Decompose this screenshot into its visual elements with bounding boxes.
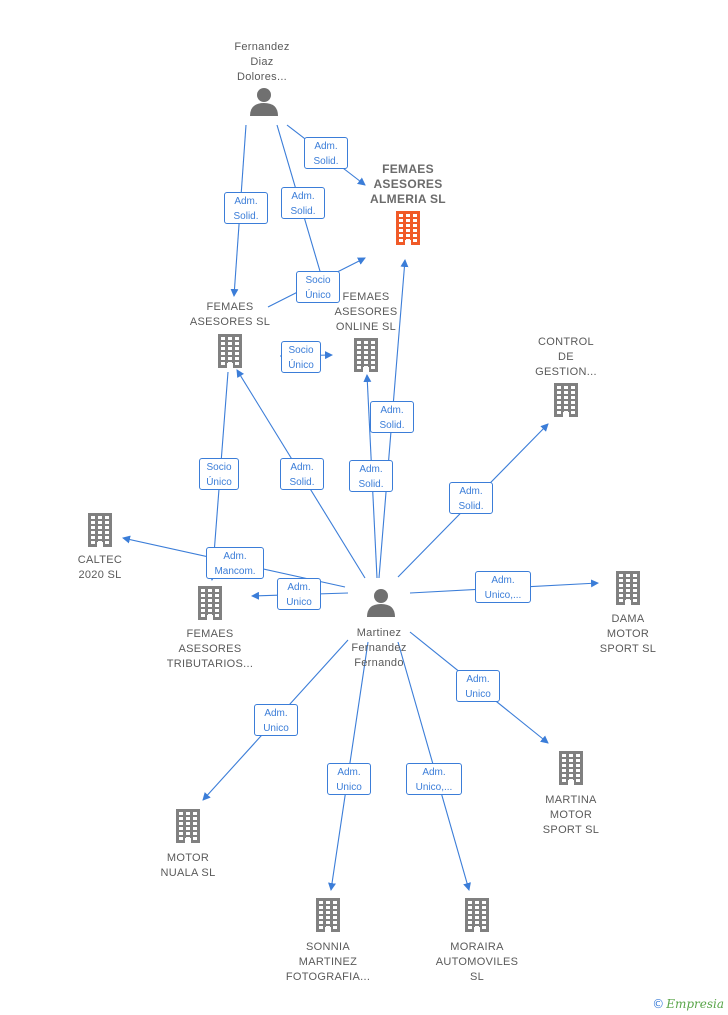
node-label-dama[interactable]: DAMA MOTOR SPORT SL: [599, 613, 657, 655]
edge-label-fernandez-to-femaes_almeria[interactable]: Adm. Solid.: [304, 137, 348, 169]
building-icon-dama[interactable]: [616, 571, 640, 605]
edge-label-martinez-to-martina[interactable]: Adm. Unico: [456, 670, 500, 702]
node-label-femaes_trib[interactable]: FEMAES ASESORES TRIBUTARIOS...: [166, 628, 254, 670]
edge-label-martinez-to-caltec[interactable]: Adm. Mancom.: [206, 547, 264, 579]
person-icon-fernandez[interactable]: [250, 88, 278, 116]
copyright-symbol: ©: [652, 997, 665, 1011]
edge-label-martinez-to-femaes_almeria[interactable]: Adm. Solid.: [370, 401, 414, 433]
edge-label-martinez-to-femaes_trib[interactable]: Adm. Unico: [277, 578, 321, 610]
edge-label-femaes_sl-to-femaes_online[interactable]: Socio Único: [281, 341, 321, 373]
building-icon-femaes_online[interactable]: [354, 338, 378, 372]
edge-label-martinez-to-dama[interactable]: Adm. Unico,...: [475, 571, 531, 603]
edge-label-martinez-to-control[interactable]: Adm. Solid.: [449, 482, 493, 514]
node-label-control[interactable]: CONTROL DE GESTION...: [535, 336, 597, 378]
edge-label-femaes_sl-to-femaes_trib[interactable]: Socio Único: [199, 458, 239, 490]
node-label-martina[interactable]: MARTINA MOTOR SPORT SL: [542, 794, 600, 836]
node-label-fernandez[interactable]: Fernandez Diaz Dolores...: [234, 41, 290, 83]
building-icon-control[interactable]: [554, 383, 578, 417]
edge-label-martinez-to-femaes_sl[interactable]: Adm. Solid.: [280, 458, 324, 490]
node-label-femaes_sl[interactable]: FEMAES ASESORES SL: [189, 301, 271, 328]
building-icon-martina[interactable]: [559, 751, 583, 785]
node-label-martinez[interactable]: Martinez Fernandez Fernando: [351, 627, 407, 669]
edge-label-fernandez-to-femaes_online[interactable]: Adm. Solid.: [281, 187, 325, 219]
node-label-femaes_online[interactable]: FEMAES ASESORES ONLINE SL: [334, 291, 398, 333]
building-icon-motor_nuala[interactable]: [176, 809, 200, 843]
building-icon-caltec[interactable]: [88, 513, 112, 547]
edge-label-martinez-to-femaes_online[interactable]: Adm. Solid.: [349, 460, 393, 492]
node-label-motor_nuala[interactable]: MOTOR NUALA SL: [160, 852, 216, 879]
edge-label-martinez-to-moraira[interactable]: Adm. Unico,...: [406, 763, 462, 795]
brand-name: Empresia: [666, 997, 724, 1011]
building-icon-femaes_almeria[interactable]: [396, 211, 420, 245]
building-icon-sonnia[interactable]: [316, 898, 340, 932]
brand-watermark: ©Empresia: [652, 997, 724, 1011]
edge-label-martinez-to-motor_nuala[interactable]: Adm. Unico: [254, 704, 298, 736]
edge-label-femaes_sl-to-femaes_almeria[interactable]: Socio Único: [296, 271, 340, 303]
building-icon-moraira[interactable]: [465, 898, 489, 932]
node-label-moraira[interactable]: MORAIRA AUTOMOVILES SL: [435, 941, 519, 983]
node-label-femaes_almeria[interactable]: FEMAES ASESORES ALMERIA SL: [370, 162, 446, 206]
node-label-caltec[interactable]: CALTEC 2020 SL: [77, 554, 123, 581]
edge-label-martinez-to-sonnia[interactable]: Adm. Unico: [327, 763, 371, 795]
node-label-sonnia[interactable]: SONNIA MARTINEZ FOTOGRAFIA...: [285, 941, 371, 983]
person-icon-martinez[interactable]: [367, 589, 395, 617]
building-icon-femaes_sl[interactable]: [218, 334, 242, 368]
edge-label-fernandez-to-femaes_sl[interactable]: Adm. Solid.: [224, 192, 268, 224]
building-icon-femaes_trib[interactable]: [198, 586, 222, 620]
icon-layer: [88, 88, 640, 932]
